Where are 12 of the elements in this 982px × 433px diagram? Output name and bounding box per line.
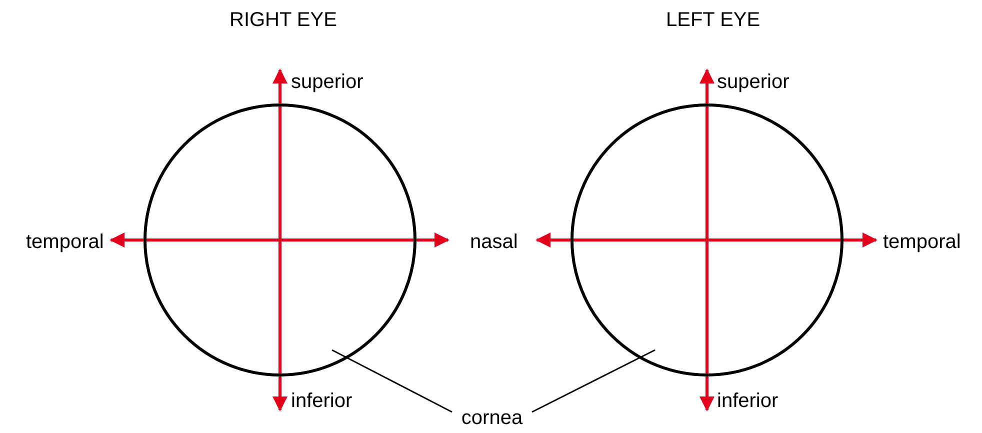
leader-line [332,349,452,413]
direction-label: superior [291,70,364,94]
direction-label: nasal [470,230,518,254]
leader-line [532,349,656,413]
eye-heading: LEFT EYE [666,8,760,32]
eye-heading: RIGHT EYE [230,8,337,32]
direction-label: temporal [26,230,104,254]
direction-label: superior [717,70,790,94]
direction-label: temporal [883,230,961,254]
direction-label: inferior [717,389,778,413]
direction-label: inferior [291,389,352,413]
callout-label: cornea [452,404,532,432]
